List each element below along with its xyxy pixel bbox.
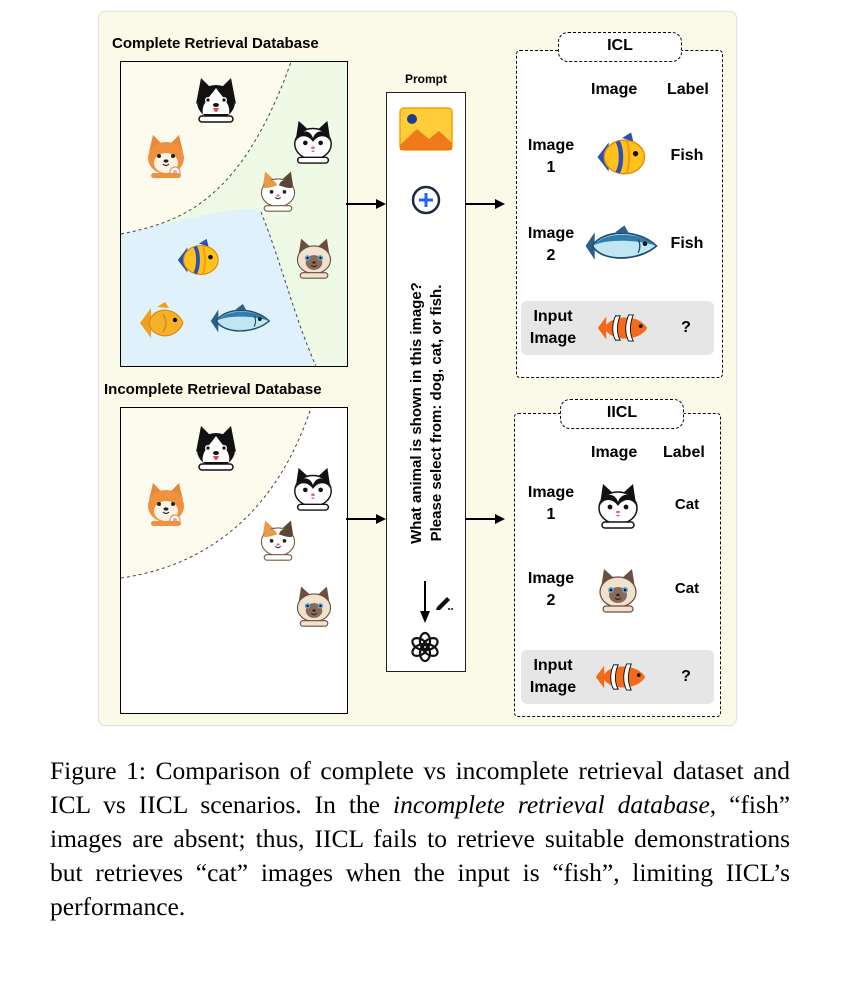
iicl-row-1-cat-icon [593,480,643,530]
yellow-fish-icon [171,236,225,284]
prompt-box: What animal is shown in this image? Plea… [386,92,466,672]
icl-row-2-label: Fish [670,235,704,252]
arrow-prompt-to-iicl [464,513,506,525]
caption-emphasis: incomplete retrieval database [392,790,710,819]
arrow-complete-to-prompt [346,198,386,210]
icl-row-1-fish-icon [589,129,653,185]
icl-input-label: ? [681,319,691,336]
incomplete-db-title: Incomplete Retrieval Database [104,381,322,398]
icl-input-clownfish-icon [595,309,651,347]
dog-icon [191,422,241,472]
iicl-col-label: Label [663,444,705,461]
arrow-down-to-model [420,581,430,623]
image-icon [399,107,453,151]
openai-model-icon [411,631,439,663]
iicl-row-2-label: Cat [674,580,700,597]
incomplete-db-regions [121,408,347,713]
icl-row-2-tuna-icon [581,223,661,269]
shiba-dog-icon [141,130,191,180]
black-white-cat-icon [289,117,337,165]
prompt-question-text: What animal is shown in this image? Plea… [407,268,447,558]
iicl-row-2-cat-icon [593,564,643,614]
figure-caption: Figure 1: Comparison of complete vs inco… [50,754,790,924]
arrow-prompt-to-icl [464,198,506,210]
caption-prefix: Figure 1: Comparison of complete vs inco… [50,756,790,819]
complete-db-title: Complete Retrieval Database [112,35,319,52]
prompt-question: What animal is shown in this image? [408,282,425,544]
siamese-cat-icon [291,234,337,280]
icl-col-label: Label [667,81,709,98]
pencil-icon [436,597,453,610]
iicl-input-clownfish-icon [593,658,649,696]
incomplete-db-box [120,407,348,714]
iicl-tag: IICL [560,399,684,429]
arrow-incomplete-to-prompt [346,513,386,525]
prompt-instruction: Please select from: dog, cat, or fish. [428,284,445,542]
iicl-row-1-label: Cat [674,496,700,513]
iicl-input-label: ? [681,668,691,685]
dog-icon [191,74,241,124]
shiba-dog-icon [141,478,191,528]
orange-fish-icon [135,298,189,348]
siamese-cat-icon [291,582,337,628]
calico-cat-icon [255,516,301,562]
iicl-col-image: Image [591,444,638,461]
caption-suffix: , “fish” images are absent; thus, IICL f… [50,790,791,921]
complete-db-box [120,61,348,367]
tuna-fish-icon [207,302,273,340]
icl-tag: ICL [558,32,682,62]
calico-cat-icon [255,167,301,213]
plus-icon [411,185,441,215]
black-white-cat-icon [289,464,337,512]
icl-row-1-label: Fish [670,147,704,164]
prompt-title: Prompt [405,72,447,86]
icl-col-image: Image [591,81,638,98]
